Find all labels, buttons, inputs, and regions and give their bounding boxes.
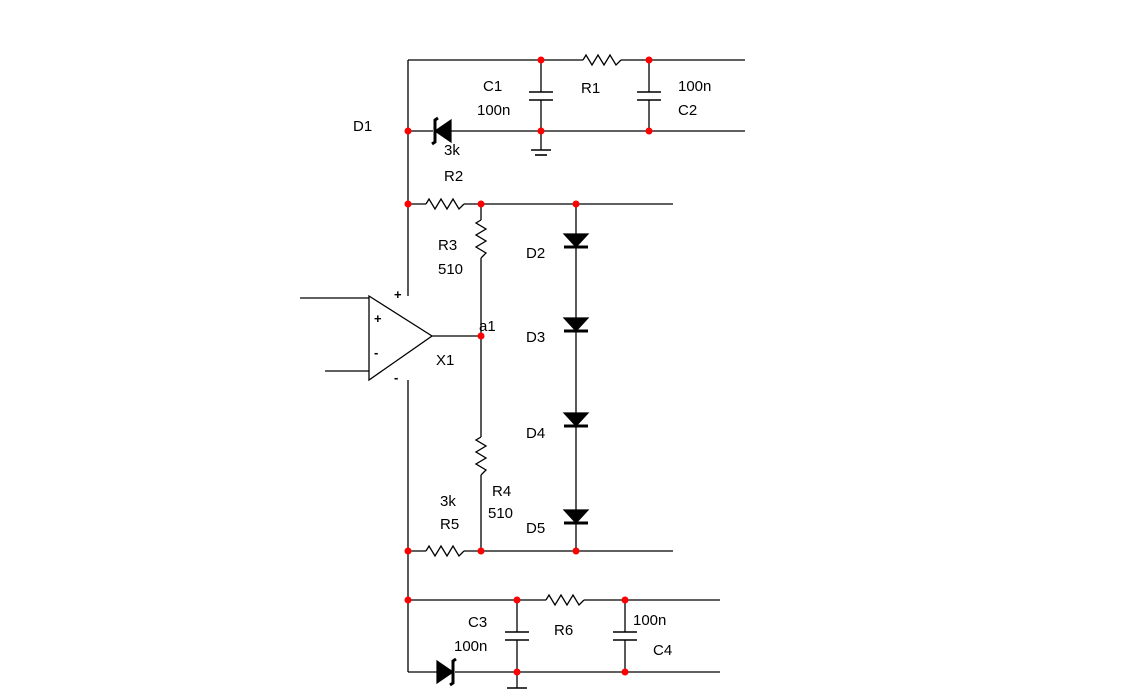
label-c4-value: 100n [633,612,666,629]
diode-d2 [562,233,590,249]
label-r6: R6 [554,622,573,639]
opamp-x1: + - + - [368,287,434,385]
opamp-plus-supply-sign: + [394,287,402,302]
label-c1-value: 100n [477,102,510,119]
resistor-r3 [474,219,488,259]
label-d5: D5 [526,520,545,537]
capacitor-c1 [529,91,553,101]
label-d2: D2 [526,245,545,262]
capacitor-c3 [505,631,529,641]
zener-diode-bottom [436,657,457,687]
label-c4: C4 [653,642,672,659]
label-x1: X1 [436,352,454,369]
resistor-r5 [425,544,465,558]
opamp-minus-supply-sign: - [394,370,398,385]
opamp-minus-input-sign: - [374,345,378,360]
resistor-r2 [425,197,465,211]
label-d3: D3 [526,329,545,346]
label-c3: C3 [468,614,487,631]
label-d1: D1 [353,118,372,135]
label-c1: C1 [483,78,502,95]
label-c2: C2 [678,102,697,119]
diode-d4 [562,412,590,428]
component-labels: D1 3k R2 C1 100n R1 100n C2 R3 510 a1 X1… [353,78,711,659]
label-a1: a1 [479,318,496,335]
diode-d5 [562,509,590,525]
label-r2-value: 3k [444,142,460,159]
label-r1: R1 [581,80,600,97]
label-d4: D4 [526,425,545,442]
resistor-r4 [474,436,488,476]
label-c3-value: 100n [454,638,487,655]
resistor-r6 [545,593,585,607]
label-r5: R5 [440,516,459,533]
wires [300,59,745,688]
ground-symbol-top [531,149,551,156]
label-r3-value: 510 [438,261,463,278]
label-r4: R4 [492,483,511,500]
capacitor-c4 [613,631,637,641]
resistor-r1 [582,53,622,67]
label-r3: R3 [438,237,457,254]
capacitor-c2 [637,91,661,101]
zener-diode-d1 [431,116,452,146]
opamp-plus-input-sign: + [374,311,382,326]
label-c2-value: 100n [678,78,711,95]
diode-d3 [562,317,590,333]
label-r5-value: 3k [440,493,456,510]
label-r2: R2 [444,168,463,185]
junction-nodes [404,56,653,676]
label-r4-value: 510 [488,505,513,522]
